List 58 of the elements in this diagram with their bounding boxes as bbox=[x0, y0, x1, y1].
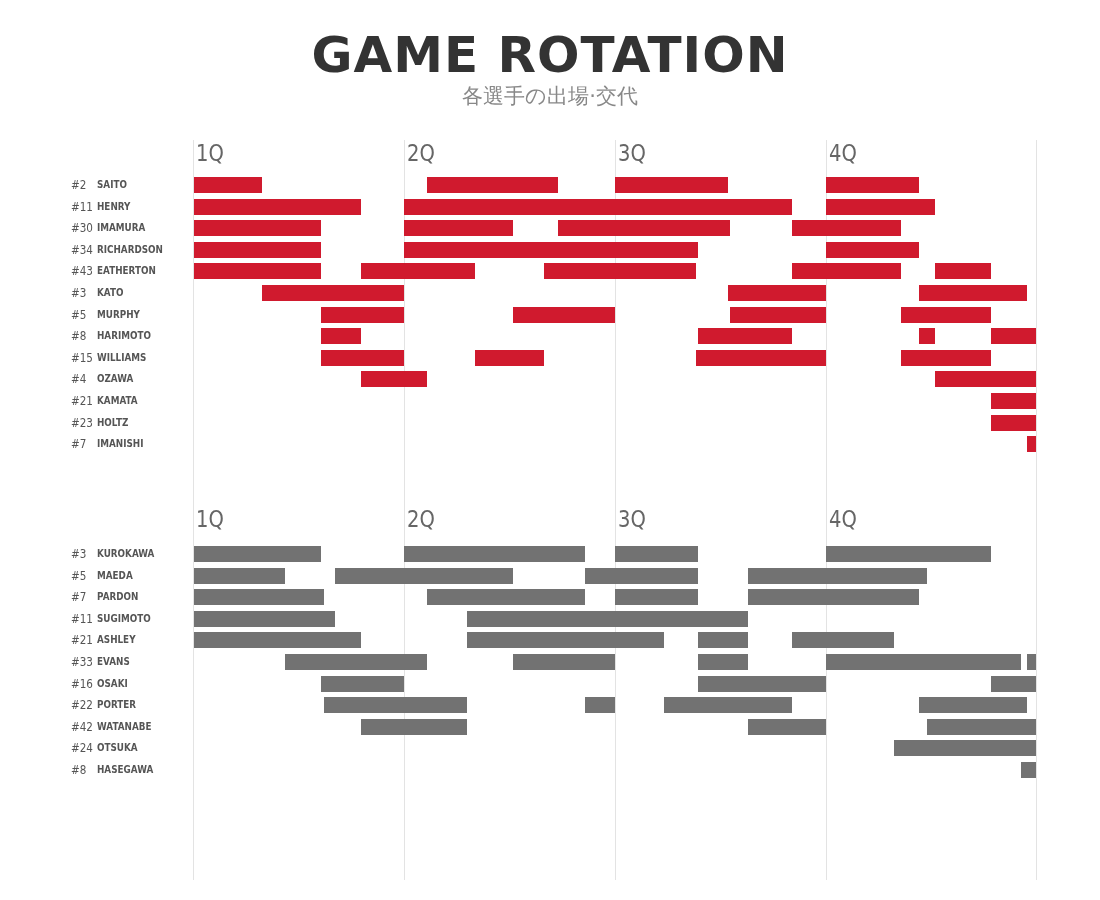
jersey-number: #8 bbox=[71, 762, 87, 777]
quarter-label: 4Q bbox=[829, 140, 857, 166]
player-name: HASEGAWA bbox=[97, 763, 154, 776]
player-name: IMAMURA bbox=[97, 221, 146, 235]
jersey-number: #8 bbox=[71, 328, 87, 344]
player-name: IMANISHI bbox=[97, 437, 144, 451]
player-name: EVANS bbox=[97, 655, 130, 668]
jersey-number: #21 bbox=[71, 632, 93, 648]
jersey-number: #11 bbox=[71, 198, 93, 214]
jersey-number: #22 bbox=[71, 697, 93, 713]
player-name: MAEDA bbox=[97, 568, 133, 582]
jersey-number: #23 bbox=[71, 414, 93, 430]
quarter-label: 3Q bbox=[618, 506, 646, 532]
jersey-number: #30 bbox=[71, 220, 93, 236]
jersey-number: #2 bbox=[71, 177, 87, 192]
quarter-label: 1Q bbox=[196, 140, 224, 166]
player-name: KATO bbox=[97, 286, 124, 299]
player-name: WATANABE bbox=[97, 719, 152, 733]
player-name: RICHARDSON bbox=[97, 242, 163, 256]
jersey-number: #4 bbox=[71, 371, 87, 387]
player-name: PORTER bbox=[97, 698, 137, 712]
jersey-number: #5 bbox=[71, 306, 87, 322]
jersey-number: #24 bbox=[71, 740, 93, 756]
player-name: KUROKAWA bbox=[97, 547, 155, 560]
jersey-number: #7 bbox=[71, 436, 87, 452]
jersey-number: #21 bbox=[71, 393, 93, 408]
jersey-number: #5 bbox=[71, 567, 87, 583]
quarter-label: 2Q bbox=[407, 140, 435, 166]
player-name: HARIMOTO bbox=[97, 329, 151, 343]
player-name: ASHLEY bbox=[97, 633, 136, 647]
jersey-number: #3 bbox=[71, 546, 87, 561]
player-name: KAMATA bbox=[97, 394, 138, 407]
jersey-number: #33 bbox=[71, 654, 93, 669]
jersey-number: #7 bbox=[71, 589, 87, 605]
player-name: SAITO bbox=[97, 178, 127, 191]
jersey-number: #34 bbox=[71, 241, 93, 257]
jersey-number: #11 bbox=[71, 610, 93, 626]
player-name: OSAKI bbox=[97, 676, 128, 690]
quarter-label: 1Q bbox=[196, 506, 224, 532]
player-name: MURPHY bbox=[97, 307, 140, 321]
quarter-label: 2Q bbox=[407, 506, 435, 532]
quarter-label: 3Q bbox=[618, 140, 646, 166]
player-name: HENRY bbox=[97, 199, 131, 213]
jersey-number: #42 bbox=[71, 718, 93, 734]
player-name: OZAWA bbox=[97, 372, 134, 386]
jersey-number: #16 bbox=[71, 675, 93, 691]
jersey-number: #43 bbox=[71, 263, 93, 279]
jersey-number: #3 bbox=[71, 285, 87, 300]
player-name: SUGIMOTO bbox=[97, 611, 151, 625]
jersey-number: #15 bbox=[71, 349, 93, 365]
quarter-label: 4Q bbox=[829, 506, 857, 532]
player-name: PARDON bbox=[97, 590, 139, 604]
chart-subtitle: 各選手の出場·交代 bbox=[461, 83, 639, 110]
player-name: OTSUKA bbox=[97, 741, 138, 755]
player-name: EATHERTON bbox=[97, 264, 156, 278]
player-name: WILLIAMS bbox=[97, 350, 147, 364]
chart-title: GAME ROTATION bbox=[310, 26, 790, 84]
player-name: HOLTZ bbox=[97, 415, 129, 429]
